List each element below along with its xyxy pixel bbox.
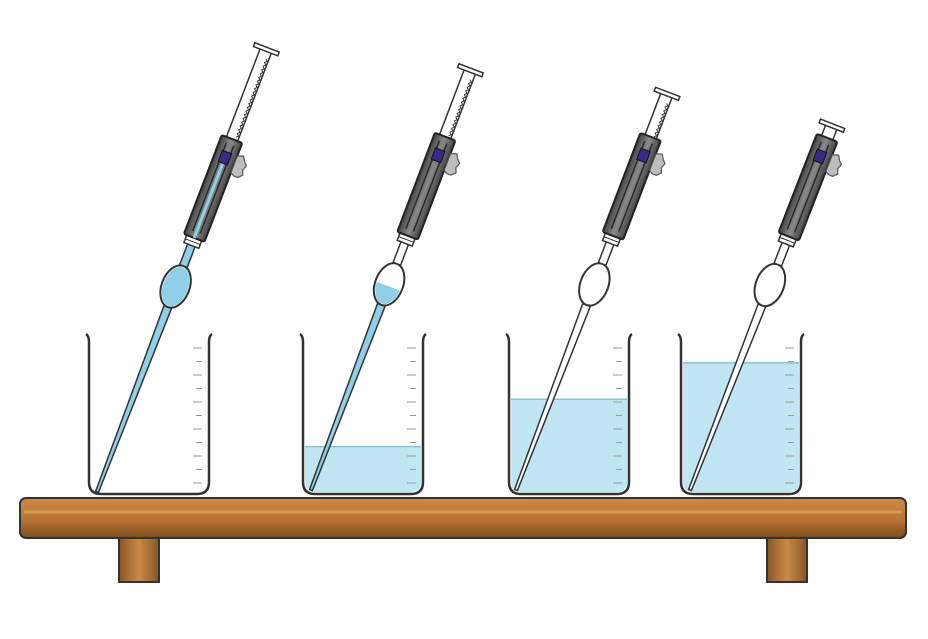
lab-bench [19, 497, 907, 583]
pipette-plunger [642, 86, 681, 144]
stage-1 [85, 41, 281, 496]
pipette-body [778, 133, 838, 241]
pipette-bulb [753, 262, 787, 308]
pipette-indicator [430, 147, 446, 164]
beaker-graduations [613, 347, 622, 484]
beaker-liquid [683, 362, 799, 492]
pipette-indicator [636, 147, 651, 164]
stage-4 [677, 118, 846, 496]
beaker [677, 332, 805, 496]
pipette-indicator [217, 149, 233, 166]
beaker-liquid [305, 446, 421, 492]
beaker [505, 332, 633, 496]
stage-2 [299, 62, 485, 496]
beaker-graduations [193, 347, 202, 484]
bench-top [19, 497, 907, 539]
pipette [513, 86, 681, 492]
pipette-plunger [437, 62, 485, 144]
beaker-graduations [785, 347, 794, 484]
beaker [299, 332, 427, 496]
pipette [687, 118, 846, 492]
stages [85, 41, 846, 496]
bench-leg-left [118, 534, 160, 583]
stage-3 [505, 86, 681, 496]
pipette-body [602, 132, 662, 241]
pipette-plunger [224, 41, 281, 146]
pipette-thumb-wheel [825, 154, 843, 177]
pipette-indicator [812, 148, 828, 165]
pipette-body [396, 132, 456, 241]
beaker-graduations [407, 347, 416, 484]
pipette-thumb-wheel [648, 153, 666, 176]
beaker [85, 332, 213, 496]
pipette [308, 62, 485, 492]
beaker-liquid [511, 399, 627, 492]
pipette-thumb-wheel [230, 155, 248, 179]
pipette-bulb [578, 262, 611, 307]
pipette-thumb-wheel [443, 152, 461, 176]
pipette-stem [94, 304, 173, 494]
bench-leg-right [766, 534, 808, 583]
pipette [94, 41, 281, 494]
